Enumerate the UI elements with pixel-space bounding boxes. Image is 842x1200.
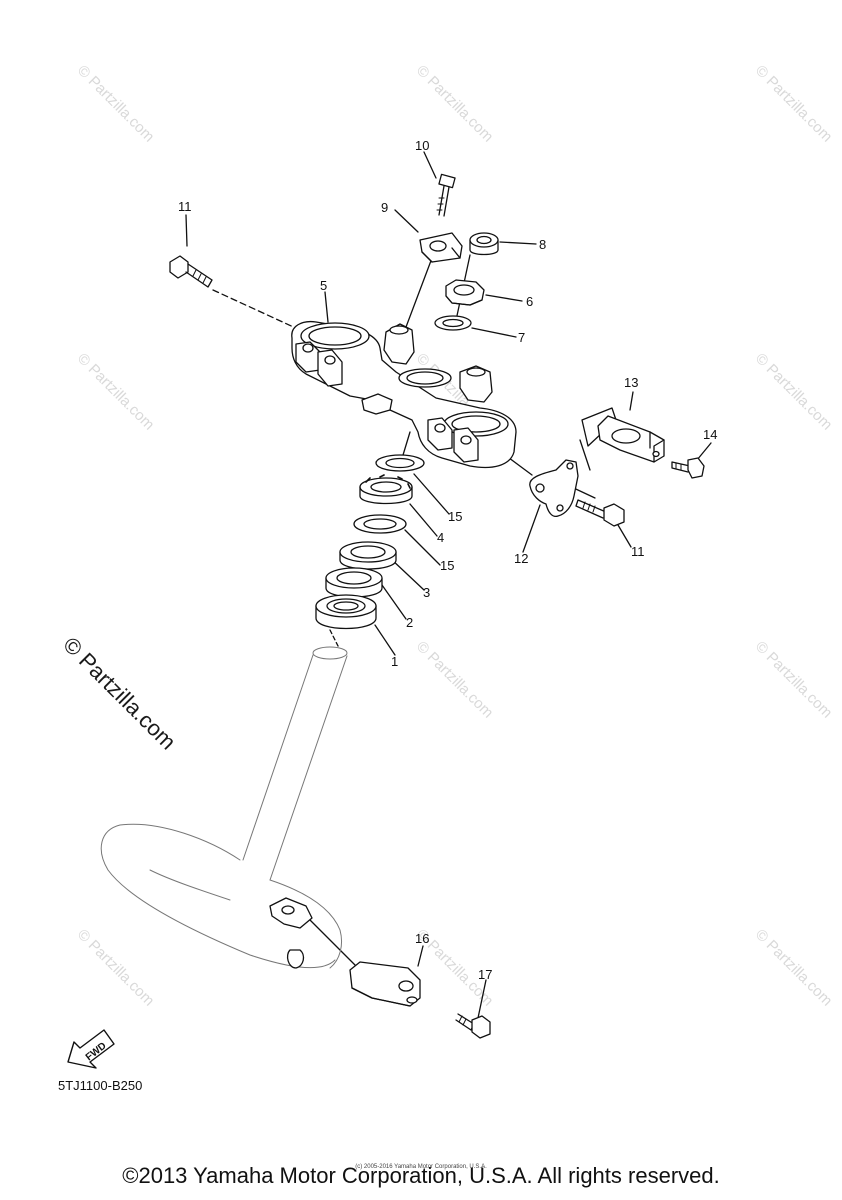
bearing-1 [315,594,377,630]
callout-6: 6 [526,294,534,309]
washer-15-lower [353,514,407,534]
diagram-code: 5TJ1100-B250 [58,1078,143,1093]
callout-2: 2 [406,615,414,630]
upper-bracket-5 [291,320,517,469]
bolt-17 [455,1013,491,1039]
callout-5: 5 [320,278,328,293]
bolt-14 [671,457,705,479]
steering-stem [100,646,348,969]
callout-16: 16 [415,931,430,946]
callout-11-right: 11 [631,544,645,559]
callout-8: 8 [539,237,547,252]
callout-3: 3 [423,585,431,600]
bearing-2 [325,567,383,598]
bearing-3 [339,541,397,570]
callout-11: 11 [178,199,192,214]
fine-print: (c) 2005-2016 Yamaha Motor Corporation, … [355,1164,487,1170]
bracket-plate-12 [529,459,579,518]
callout-4: 4 [437,530,445,545]
washer-15-upper [375,454,425,472]
callout-17: 17 [478,967,493,982]
clamp-16 [349,961,421,1007]
clamp-13 [581,407,665,463]
callout-12: 12 [514,551,529,566]
copyright-notice: ©2013 Yamaha Motor Corporation, U.S.A. A… [122,1163,720,1188]
callout-10: 10 [415,138,430,153]
callout-7: 7 [518,330,526,345]
handlebar-holder-9 [419,232,463,263]
bolt-11-short [575,499,625,527]
callout-9: 9 [381,200,389,215]
callout-15: 15 [448,509,463,524]
bolt-10 [436,173,456,217]
callout-14: 14 [703,427,718,442]
damper-8 [469,232,499,256]
fwd-arrow-icon [67,1029,115,1069]
washer-7 [434,315,472,331]
callout-15-lower: 15 [440,558,455,573]
bolt-11-long [169,255,213,288]
stem-lower-clamp [269,897,313,969]
callout-1: 1 [391,654,399,669]
callout-13: 13 [624,375,639,390]
ring-nut-4 [359,474,413,505]
nut-6 [445,279,485,306]
